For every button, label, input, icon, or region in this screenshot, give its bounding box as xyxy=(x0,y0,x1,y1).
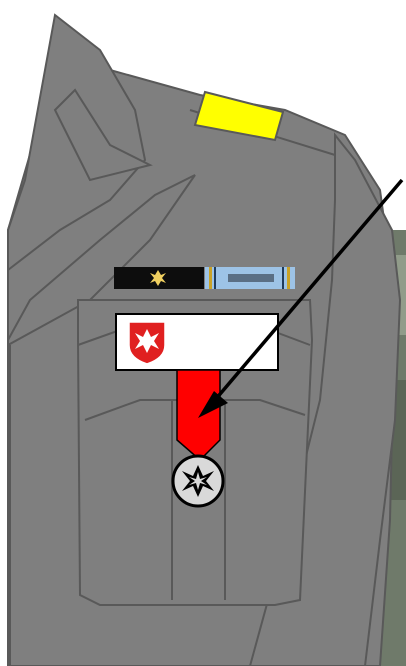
ribbon-center-bar xyxy=(228,274,274,282)
ribbon-stripe-dark-right xyxy=(282,267,284,289)
maltese-cross-medal-icon xyxy=(173,456,223,506)
name-plate xyxy=(116,314,278,370)
medal-ribbon xyxy=(177,370,220,460)
ribbon-stripe-gold-left xyxy=(209,267,212,289)
ribbon-stripe-gold-right xyxy=(287,267,290,289)
maltese-cross-shield-icon xyxy=(129,322,165,364)
ribbon-stripe-dark-left xyxy=(214,267,216,289)
